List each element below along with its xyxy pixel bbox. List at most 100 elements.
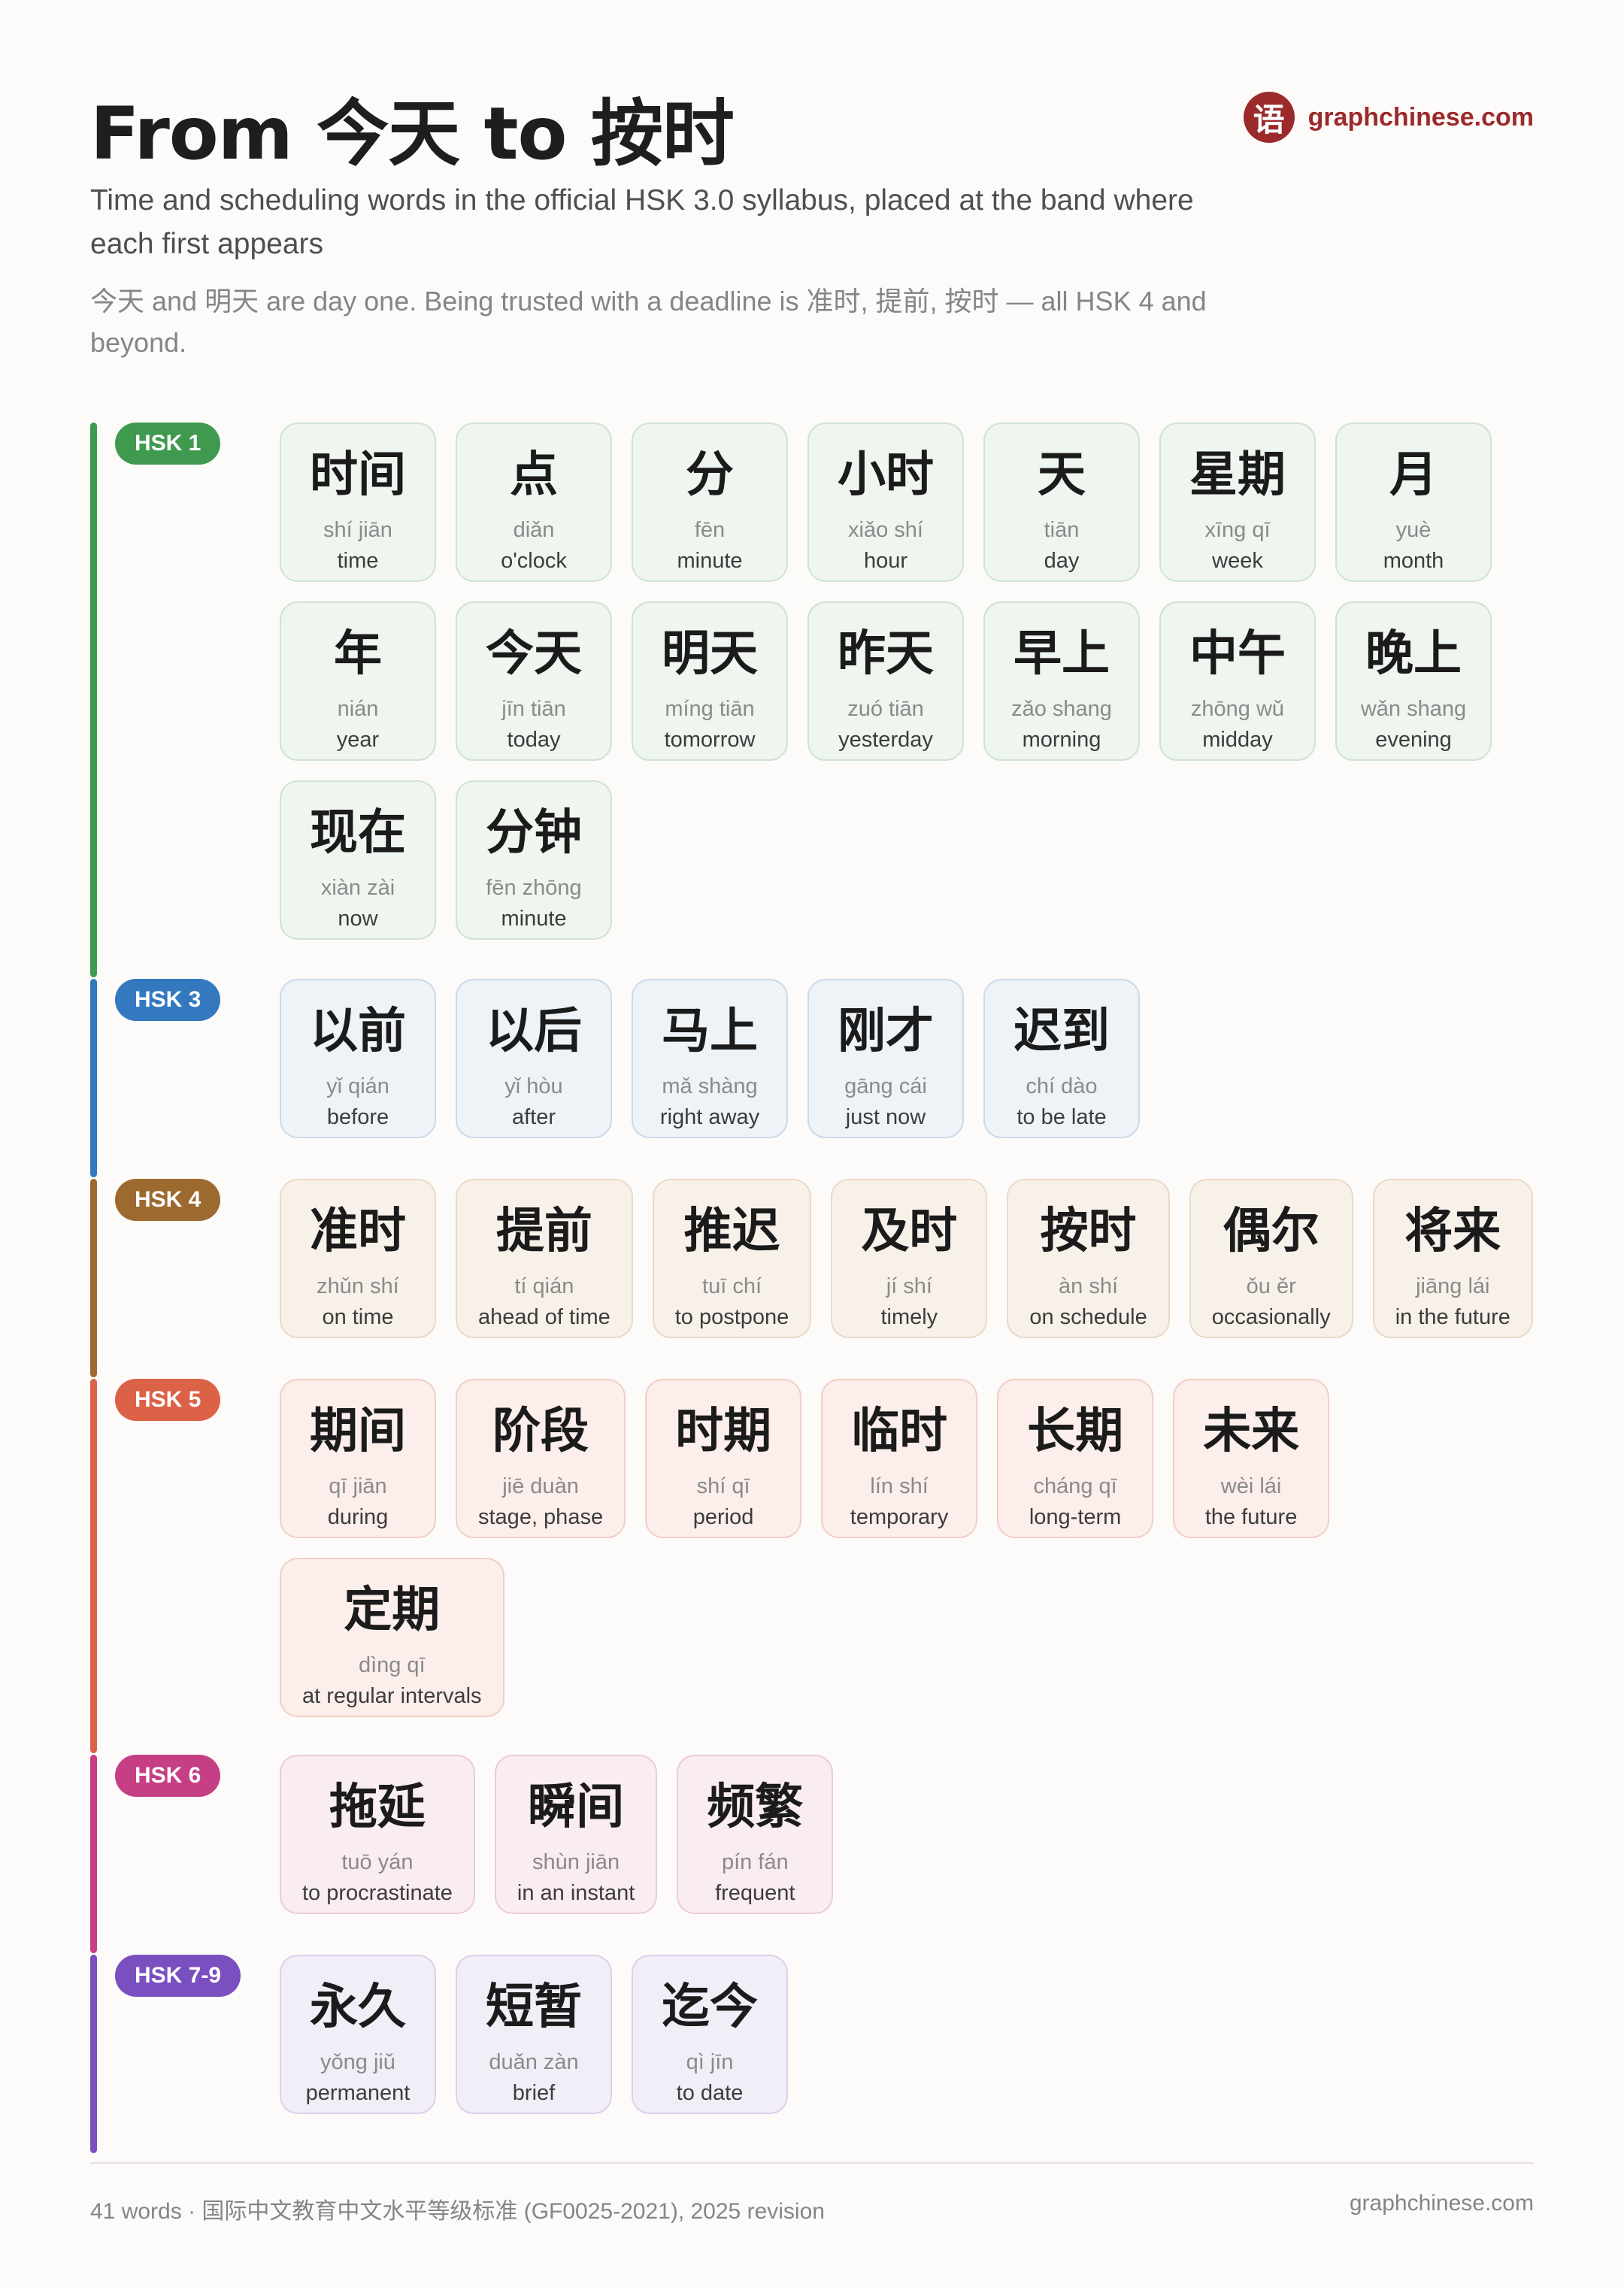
word-pinyin: tuō yán — [341, 1850, 414, 1874]
word-hanzi: 中午 — [1189, 626, 1286, 682]
level-badge: HSK 3 — [115, 979, 221, 1021]
word-gloss: in the future — [1395, 1305, 1510, 1329]
intro-note: 今天 and 明天 are day one. Being trusted wit… — [90, 286, 1207, 358]
brand[interactable]: 语 graphchinese.com — [1243, 92, 1534, 143]
word-hanzi: 迄今 — [662, 1980, 758, 2035]
subtitle: Time and scheduling words in the officia… — [90, 184, 1194, 260]
level-bar — [90, 1755, 97, 1953]
word-pinyin: jiāng lái — [1416, 1274, 1490, 1298]
word-gloss: period — [692, 1505, 754, 1529]
word-pinyin: zuó tiān — [847, 697, 924, 721]
word-gloss: on time — [322, 1305, 394, 1329]
word-card[interactable]: 马上 mǎ shàng right away — [632, 979, 788, 1138]
level-bar — [90, 1379, 97, 1753]
word-gloss: minute — [501, 907, 567, 931]
word-pinyin: zhōng wǔ — [1190, 697, 1285, 721]
level-badge: HSK 5 — [115, 1379, 221, 1421]
word-hanzi: 今天 — [486, 626, 582, 682]
brand-name: graphchinese.com — [1307, 102, 1534, 132]
word-gloss: before — [326, 1105, 389, 1129]
word-hanzi: 拖延 — [329, 1780, 426, 1835]
word-gloss: occasionally — [1211, 1305, 1331, 1329]
word-pinyin: mǎ shàng — [662, 1074, 758, 1098]
word-gloss: midday — [1202, 728, 1273, 752]
word-hanzi: 马上 — [662, 1004, 758, 1059]
brand-logo-icon: 语 — [1243, 92, 1295, 143]
word-card[interactable]: 提前 tí qián ahead of time — [456, 1179, 633, 1338]
word-gloss: during — [327, 1505, 389, 1529]
word-hanzi: 早上 — [1013, 626, 1110, 682]
word-hanzi: 频繁 — [707, 1780, 804, 1835]
level-badge: HSK 1 — [115, 423, 221, 465]
word-hanzi: 迟到 — [1013, 1004, 1110, 1059]
word-pinyin: tuī chí — [702, 1274, 762, 1298]
word-hanzi: 晚上 — [1365, 626, 1462, 682]
level-badge: HSK 4 — [115, 1179, 221, 1221]
word-pinyin: shùn jiān — [532, 1850, 620, 1874]
word-gloss: today — [507, 728, 561, 752]
word-hanzi: 明天 — [662, 626, 758, 682]
word-hanzi: 年 — [334, 626, 382, 682]
word-gloss: month — [1383, 549, 1444, 573]
word-hanzi: 天 — [1038, 447, 1086, 503]
word-gloss: on schedule — [1029, 1305, 1147, 1329]
word-gloss: right away — [659, 1105, 760, 1129]
word-hanzi: 分 — [686, 447, 734, 503]
word-pinyin: shí jiān — [323, 518, 392, 542]
level-bar — [90, 1955, 97, 2153]
header: From 今天 to 按时 语 graphchinese.com Time an… — [90, 0, 1534, 376]
word-pinyin: tí qián — [514, 1274, 574, 1298]
word-hanzi: 提前 — [495, 1204, 592, 1259]
word-hanzi: 及时 — [861, 1204, 958, 1259]
word-gloss: day — [1044, 549, 1080, 573]
word-card[interactable]: 中午 zhōng wǔ midday — [1159, 601, 1316, 761]
level-badge: HSK 7-9 — [115, 1955, 241, 1997]
word-hanzi: 时期 — [675, 1404, 772, 1459]
word-gloss: ahead of time — [478, 1305, 611, 1329]
word-pinyin: cháng qī — [1033, 1474, 1117, 1498]
